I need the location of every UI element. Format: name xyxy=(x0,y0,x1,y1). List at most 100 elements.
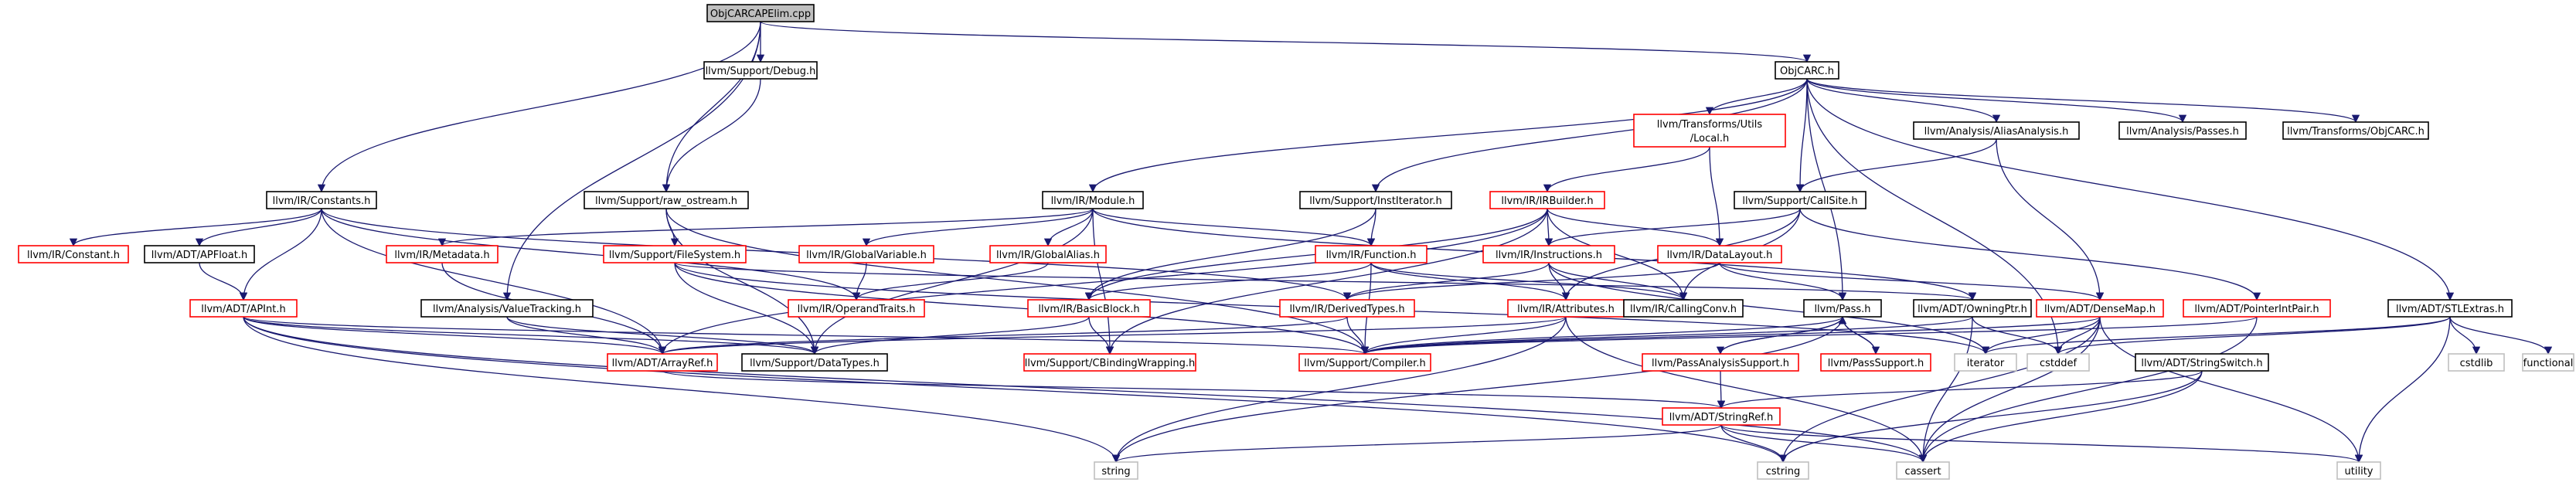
graph-node-constants[interactable]: llvm/IR/Constants.h xyxy=(266,191,377,209)
edge-valuetracking-to-arrayref xyxy=(506,316,667,355)
graph-node-stringref[interactable]: llvm/ADT/StringRef.h xyxy=(1662,407,1781,426)
graph-node-passsupport[interactable]: llvm/PassSupport.h xyxy=(1820,353,1931,372)
node-label: cstring xyxy=(1766,466,1800,478)
graph-node-globalvar[interactable]: llvm/IR/GlobalVariable.h xyxy=(798,245,934,263)
edge-objcarc-to-passes xyxy=(1806,78,2187,124)
edge-densemap-to-iterator xyxy=(1981,316,2101,355)
node-label: utility xyxy=(2345,466,2374,478)
graph-node-densemap[interactable]: llvm/ADT/DenseMap.h xyxy=(2036,299,2164,318)
graph-node-datalayout[interactable]: llvm/IR/DataLayout.h xyxy=(1657,245,1782,263)
node-label: llvm/IR/BasicBlock.h xyxy=(1038,304,1139,315)
edge-callsite-to-ptrint xyxy=(1799,208,2261,301)
graph-node-iterator: iterator xyxy=(1954,353,2017,372)
graph-node-function[interactable]: llvm/IR/Function.h xyxy=(1315,245,1428,263)
graph-node-rawos[interactable]: llvm/Support/raw_ostream.h xyxy=(584,191,749,209)
graph-node-filesystem[interactable]: llvm/Support/FileSystem.h xyxy=(603,245,747,263)
graph-node-constant[interactable]: llvm/IR/Constant.h xyxy=(18,245,129,263)
node-box xyxy=(788,299,925,318)
edge-constants-to-apfloat xyxy=(195,208,322,247)
node-box xyxy=(1913,121,2080,140)
node-box xyxy=(706,4,815,22)
graph-node-callsite[interactable]: llvm/Support/CallSite.h xyxy=(1734,191,1866,209)
edge-densemap-to-cassert xyxy=(1918,316,2101,464)
graph-node-functional: functional xyxy=(2522,353,2574,372)
edge-filesystem-to-datatypes xyxy=(674,262,819,355)
edge-function-to-attributes xyxy=(1370,262,1570,301)
graph-node-cstddef: cstddef xyxy=(2026,353,2090,372)
graph-node-stlextras[interactable]: llvm/ADT/STLExtras.h xyxy=(2387,299,2513,318)
edge-institer-to-function xyxy=(1366,208,1376,247)
node-label: llvm/ADT/ArrayRef.h xyxy=(612,358,713,369)
node-label: llvm/IR/Module.h xyxy=(1051,195,1135,207)
graph-node-attributes[interactable]: llvm/IR/Attributes.h xyxy=(1507,299,1625,318)
node-box xyxy=(1023,353,1196,372)
graph-node-owningptr[interactable]: llvm/ADT/OwningPtr.h xyxy=(1913,299,2032,318)
node-label: llvm/ADT/APInt.h xyxy=(201,304,285,315)
node-label: cstddef xyxy=(2040,358,2077,369)
edge-ptrint-to-compiler xyxy=(1361,316,2258,355)
graph-node-datatypes[interactable]: llvm/Support/DataTypes.h xyxy=(741,353,888,372)
node-box xyxy=(420,299,594,318)
graph-node-stlswitch[interactable]: llvm/ADT/StringSwitch.h xyxy=(2135,353,2269,372)
graph-node-pasupport[interactable]: llvm/PassAnalysisSupport.h xyxy=(1642,353,1799,372)
edge-stringref-to-cstring xyxy=(1720,424,1788,464)
graph-node-optraits[interactable]: llvm/IR/OperandTraits.h xyxy=(788,299,925,318)
graph-node-root[interactable]: ObjCARCAPElim.cpp xyxy=(706,4,815,22)
edge-pass-to-string xyxy=(1111,316,1843,464)
node-label: llvm/Support/CallSite.h xyxy=(1742,195,1857,207)
graph-node-institer[interactable]: llvm/Support/InstIterator.h xyxy=(1299,191,1452,209)
graph-node-tobjc[interactable]: llvm/Transforms/ObjCARC.h xyxy=(2282,121,2429,140)
node-box xyxy=(1775,61,1839,80)
graph-node-globalalias[interactable]: llvm/IR/GlobalAlias.h xyxy=(989,245,1107,263)
edge-attributes-to-cassert xyxy=(1565,316,1928,464)
edge-irbuilder-to-datalayout xyxy=(1547,208,1724,247)
graph-node-instructions[interactable]: llvm/IR/Instructions.h xyxy=(1482,245,1615,263)
graph-node-localh[interactable]: llvm/Transforms/Utils/Local.h xyxy=(1633,114,1786,148)
node-label: llvm/IR/Metadata.h xyxy=(394,250,489,261)
node-label: llvm/ADT/StringRef.h xyxy=(1669,412,1773,423)
edge-attributes-to-compiler xyxy=(1360,316,1567,355)
graph-node-arrayref[interactable]: llvm/ADT/ArrayRef.h xyxy=(607,353,718,372)
graph-node-apint[interactable]: llvm/ADT/APInt.h xyxy=(189,299,298,318)
edge-objcarc-to-tobjc xyxy=(1806,78,2360,124)
node-label: llvm/IR/Instructions.h xyxy=(1496,250,1602,261)
graph-node-derived[interactable]: llvm/IR/DerivedTypes.h xyxy=(1279,299,1415,318)
edge-datalayout-to-derived xyxy=(1342,262,1720,301)
edge-irbuilder-to-arrayref xyxy=(658,208,1548,355)
graph-node-pass[interactable]: llvm/Pass.h xyxy=(1803,299,1882,318)
node-box xyxy=(1820,353,1931,372)
node-box xyxy=(2026,353,2090,372)
graph-node-basicblock[interactable]: llvm/IR/BasicBlock.h xyxy=(1027,299,1151,318)
graph-node-callingconv[interactable]: llvm/IR/CallingConv.h xyxy=(1623,299,1744,318)
graph-node-ptrint[interactable]: llvm/ADT/PointerIntPair.h xyxy=(2183,299,2331,318)
graph-node-passes[interactable]: llvm/Analysis/Passes.h xyxy=(2118,121,2247,140)
graph-node-objcarc[interactable]: ObjCARC.h xyxy=(1775,61,1839,80)
edge-attributes-to-arrayref xyxy=(658,316,1567,355)
graph-node-irbuilder[interactable]: llvm/IR/IRBuilder.h xyxy=(1489,191,1605,209)
edge-apfloat-to-apint xyxy=(199,262,248,301)
graph-node-valuetracking[interactable]: llvm/Analysis/ValueTracking.h xyxy=(420,299,594,318)
edge-datalayout-to-densemap xyxy=(1719,262,2105,301)
edge-localh-to-irbuilder xyxy=(1543,146,1710,193)
graph-node-metadata[interactable]: llvm/IR/Metadata.h xyxy=(386,245,499,263)
node-label: llvm/Support/raw_ostream.h xyxy=(595,195,737,207)
node-box xyxy=(584,191,749,209)
graph-node-compiler[interactable]: llvm/Support/Compiler.h xyxy=(1298,353,1431,372)
node-box xyxy=(1094,461,1138,480)
node-box xyxy=(18,245,129,263)
node-box xyxy=(189,299,298,318)
graph-node-debug[interactable]: llvm/Support/Debug.h xyxy=(703,61,818,80)
graph-node-cbinding[interactable]: llvm/Support/CBindingWrapping.h xyxy=(1023,353,1196,372)
edge-rawos-to-compiler xyxy=(665,208,1370,355)
node-label: functional xyxy=(2523,358,2574,369)
node-box xyxy=(2118,121,2247,140)
node-label: llvm/ADT/DenseMap.h xyxy=(2044,304,2156,315)
graph-node-aa[interactable]: llvm/Analysis/AliasAnalysis.h xyxy=(1913,121,2080,140)
node-box xyxy=(1042,191,1144,209)
edge-module-to-metadata xyxy=(438,208,1094,247)
graph-node-apfloat[interactable]: llvm/ADT/APFloat.h xyxy=(144,245,255,263)
node-box xyxy=(1734,191,1866,209)
node-box xyxy=(1489,191,1605,209)
graph-node-module[interactable]: llvm/IR/Module.h xyxy=(1042,191,1144,209)
node-label: llvm/Support/InstIterator.h xyxy=(1309,195,1442,207)
